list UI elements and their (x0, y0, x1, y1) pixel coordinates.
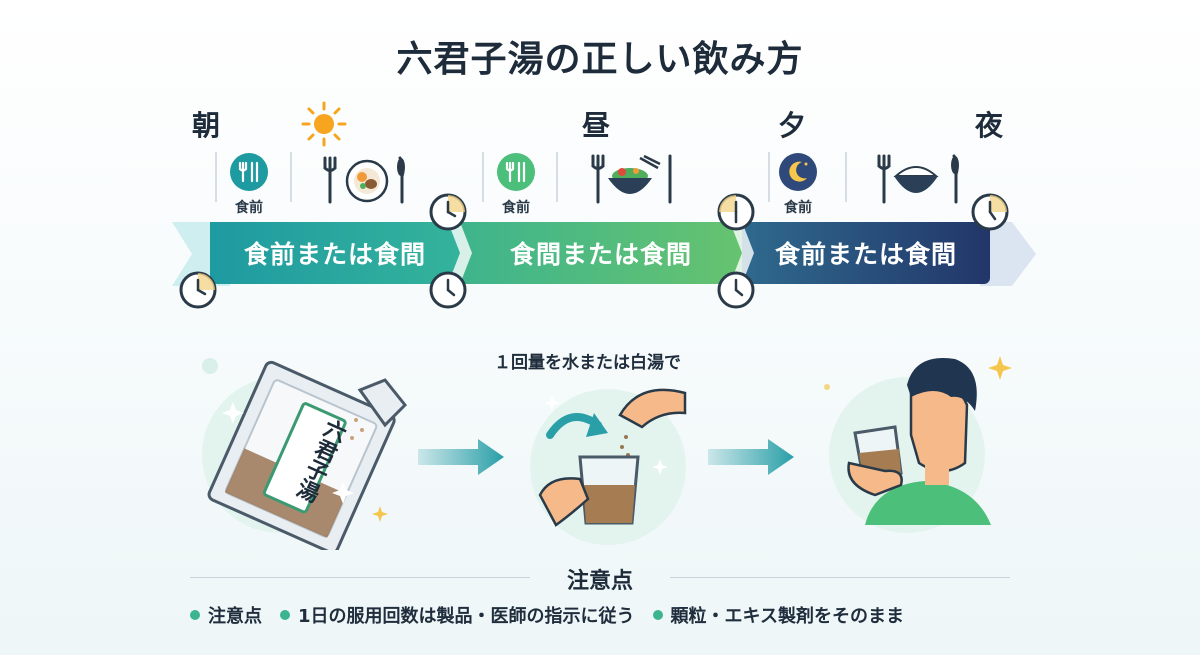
salad-bowl-icon (591, 154, 672, 204)
sun-icon (301, 101, 347, 147)
divider (190, 577, 530, 578)
fork-knife-icon (497, 153, 535, 191)
divider (670, 577, 1010, 578)
timing-band-noon: 食間または食間 (460, 222, 742, 284)
period-morning: 朝 (192, 109, 221, 142)
clock-icon (717, 271, 755, 309)
icon-label-evening: 食前 (784, 200, 812, 216)
page-title: 六君子湯の正しい飲み方 (396, 39, 804, 80)
pour-into-glass-illustration (530, 388, 687, 545)
icon-label-noon: 食前 (502, 200, 530, 216)
bullet-icon (190, 610, 200, 620)
clock-icon (179, 271, 217, 309)
timeline-tick (556, 152, 558, 202)
bullet-icon (280, 610, 290, 620)
timeline-tick (482, 152, 484, 202)
icon-label-morning: 食前 (235, 200, 263, 216)
timeline-tick (290, 152, 292, 202)
fork-knife-icon (230, 153, 268, 191)
clock-icon (971, 193, 1009, 231)
note-item: 1日の服用回数は製品・医師の指示に従う (280, 602, 635, 628)
period-night: 夜 (975, 109, 1004, 142)
notes-title: 注意点 (566, 569, 633, 594)
medicine-packet-illustration (202, 358, 408, 550)
arrow-right-icon (418, 439, 504, 475)
clock-icon (717, 193, 755, 231)
chevron-right-icon (448, 222, 472, 284)
note-item: 顆粒・エキス製剤をそのまま (652, 602, 904, 628)
note-text: 1日の服用回数は製品・医師の指示に従う (298, 606, 635, 627)
timeline-tick (845, 152, 847, 202)
notes-list: 注意点 1日の服用回数は製品・医師の指示に従う 顆粒・エキス製剤をそのまま (190, 602, 1030, 628)
clock-icon (429, 193, 467, 231)
step-caption: １回量を水または白湯で (494, 353, 681, 373)
period-evening: 夕 (778, 109, 807, 142)
moon-icon (779, 153, 817, 191)
drinking-person-illustration (824, 356, 1012, 533)
timing-band-evening: 食前または食間 (742, 222, 990, 284)
bullet-icon (652, 610, 663, 620)
note-item: 注意点 (190, 602, 262, 628)
plate-icon (323, 156, 405, 204)
period-noon: 昼 (582, 109, 611, 142)
note-text: 注意点 (208, 606, 262, 627)
chevron-right-icon (730, 222, 754, 284)
rice-bowl-icon (877, 154, 959, 204)
note-text: 顆粒・エキス製剤をそのまま (670, 606, 904, 627)
arrow-right-icon (708, 439, 794, 475)
timeline-tick (215, 152, 217, 202)
timing-band-morning: 食前または食間 (210, 222, 460, 284)
clock-icon (429, 271, 467, 309)
timeline-tick (768, 152, 770, 202)
